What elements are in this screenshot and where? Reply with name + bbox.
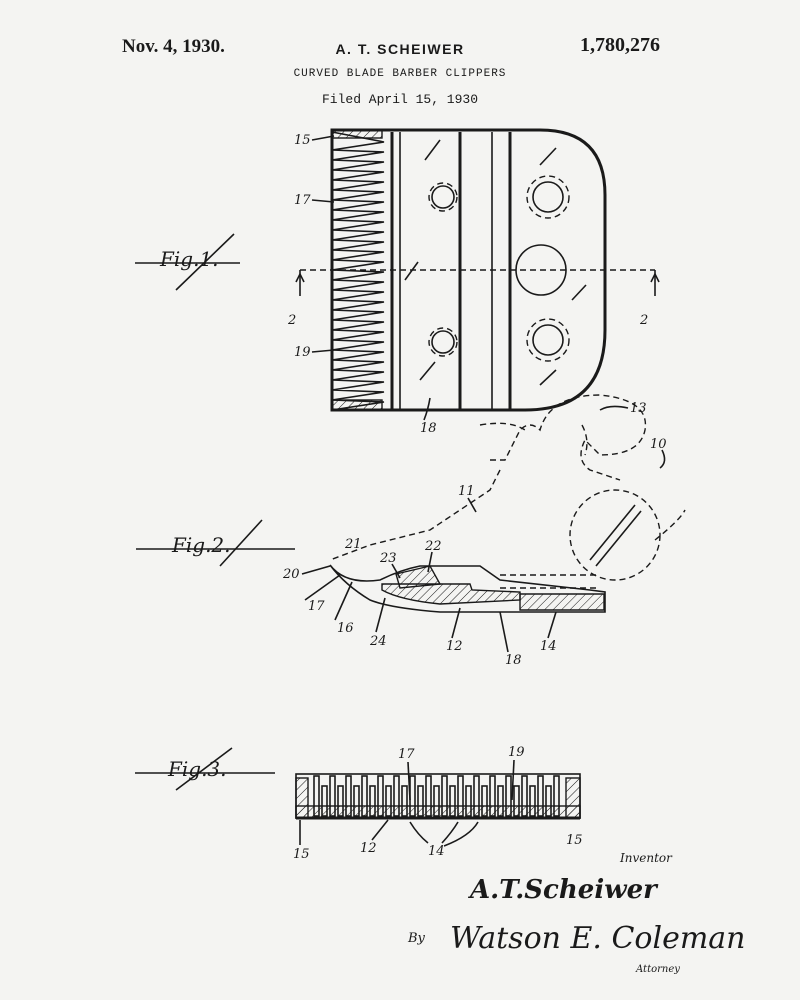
ref-13: 13 (630, 401, 647, 416)
ref-12-fig3: 12 (360, 841, 377, 856)
fig3-label: Fig.3. (167, 757, 227, 781)
ref-23: 23 (379, 551, 397, 566)
fig3-base-band (295, 805, 581, 819)
ref-22: 22 (424, 539, 442, 554)
ref-11: 11 (458, 484, 475, 499)
ref-14-fig2: 14 (540, 639, 557, 654)
by-label: By (407, 931, 426, 946)
ref-15-fig3-left: 15 (293, 847, 310, 862)
figure-3: 17 19 15 12 14 15 Fig.3. (135, 745, 583, 862)
signature-block: Inventor A.T.Scheiwer By Watson E. Colem… (407, 851, 745, 975)
inventor-name: A. T. SCHEIWER (335, 41, 465, 57)
ref-2-left: 2 (287, 313, 296, 328)
ref-21: 21 (344, 537, 362, 552)
inventor-signature: A.T.Scheiwer (467, 875, 659, 905)
fig1-teeth (331, 129, 385, 411)
filed-date: Filed April 15, 1930 (321, 92, 479, 107)
figure-2: 21 20 23 22 17 16 24 12 18 14 13 10 11 F… (136, 394, 686, 668)
attorney-signature: Watson E. Coleman (450, 921, 745, 956)
ref-19: 19 (294, 345, 311, 360)
figure-1: 2 2 15 17 19 18 Fig.1. (135, 128, 660, 436)
fig2-label: Fig.2. (171, 533, 231, 557)
attorney-caption: Attorney (635, 964, 680, 975)
ref-15: 15 (294, 133, 311, 148)
ref-19-fig3: 19 (508, 745, 525, 760)
ref-2-right: 2 (639, 313, 648, 328)
fig3-teeth (295, 775, 581, 819)
ref-15-fig3-right: 15 (566, 833, 583, 848)
patent-number: 1,780,276 (580, 34, 660, 56)
ref-17-fig3: 17 (398, 747, 415, 762)
ref-24: 24 (369, 634, 387, 649)
fig1-top-edge (331, 129, 383, 139)
ref-18-fig1: 18 (420, 421, 437, 436)
ref-16: 16 (337, 621, 354, 636)
patent-date: Nov. 4, 1930. (122, 36, 225, 57)
ref-14-fig3: 14 (428, 844, 445, 859)
fig1-label: Fig.1. (159, 247, 219, 271)
ref-17-fig2: 17 (308, 599, 325, 614)
ref-18-fig2: 18 (505, 653, 522, 668)
ref-12-fig2: 12 (446, 639, 463, 654)
ref-20: 20 (282, 567, 300, 582)
inventor-caption: Inventor (619, 851, 673, 865)
ref-17: 17 (294, 193, 311, 208)
patent-title: CURVED BLADE BARBER CLIPPERS (293, 68, 507, 80)
fig1-teeth-outline (331, 131, 385, 411)
ref-10: 10 (650, 437, 667, 452)
fig1-bottom-edge (331, 399, 383, 411)
